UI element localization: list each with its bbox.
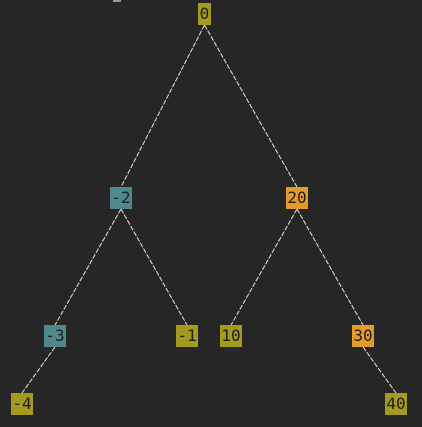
edge-nm3-nm4 — [21, 346, 56, 394]
edge-n30-n40 — [362, 346, 397, 394]
tree-node: 0 — [198, 3, 211, 25]
tree-node: 30 — [352, 325, 374, 347]
edge-n20-n10 — [230, 208, 298, 326]
edge-n0-nm2 — [120, 24, 205, 188]
edge-n20-n30 — [296, 208, 364, 326]
edge-n0-n20 — [204, 24, 298, 188]
tree-node: -2 — [110, 187, 132, 209]
tree-node: -1 — [176, 325, 198, 347]
top-edge-mark — [113, 0, 121, 2]
edge-nm2-nm3 — [54, 208, 122, 326]
edge-nm2-nm1 — [120, 208, 188, 326]
tree-node: 20 — [286, 187, 308, 209]
tree-node: -4 — [11, 393, 33, 415]
tree-node: 10 — [220, 325, 242, 347]
tree-node: -3 — [44, 325, 66, 347]
tree-node: 40 — [385, 393, 407, 415]
